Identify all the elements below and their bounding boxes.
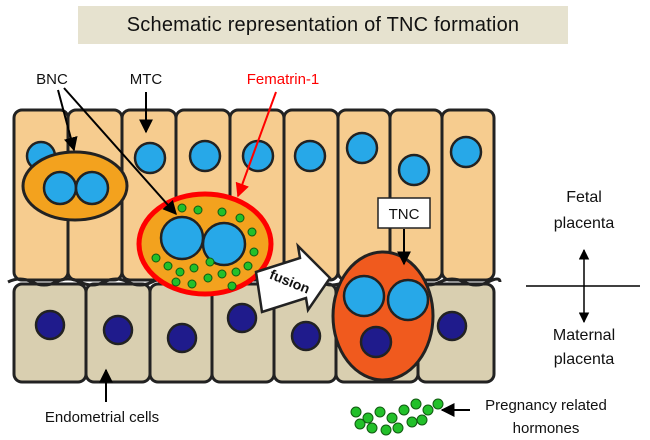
diagram-title: Schematic representation of TNC formatio… bbox=[78, 6, 568, 44]
fetal-label-line1: Fetal bbox=[566, 189, 602, 206]
mtc-nucleus bbox=[345, 131, 379, 165]
fetal-cell bbox=[282, 108, 340, 282]
hormones-label-line2: hormones bbox=[513, 420, 580, 437]
hormones-label-line1: Pregnancy related bbox=[485, 397, 607, 414]
maternal-label-line2: placenta bbox=[554, 351, 615, 368]
endometrial-nucleus bbox=[436, 310, 468, 342]
fematrin-label: Fematrin-1 bbox=[247, 71, 320, 88]
mtc-nucleus bbox=[188, 139, 222, 173]
mtc-nucleus bbox=[133, 141, 167, 175]
bnc-pointer-1 bbox=[57, 89, 78, 152]
fetal-cell bbox=[440, 108, 496, 282]
fusion-arrow bbox=[254, 242, 332, 314]
maternal-label-line1: Maternal bbox=[553, 327, 615, 344]
endometrial-nuclei bbox=[34, 302, 468, 354]
bnc-fematrin-cell bbox=[136, 191, 274, 297]
bnc-cell bbox=[21, 150, 129, 222]
tnc-label-box bbox=[377, 197, 431, 229]
fematrin-pointer bbox=[235, 91, 277, 198]
endometrial-nucleus bbox=[226, 302, 258, 334]
endometrial-nucleus bbox=[290, 320, 322, 352]
secreted-hormones bbox=[350, 398, 444, 436]
endometrial-nucleus bbox=[102, 314, 134, 346]
mtc-label: MTC bbox=[130, 71, 163, 88]
fetal-label-line2: placenta bbox=[554, 215, 615, 232]
bnc-pointer-2 bbox=[63, 87, 177, 216]
hormone-granules bbox=[151, 203, 259, 291]
mtc-nuclei bbox=[25, 131, 483, 187]
bnc-label: BNC bbox=[36, 71, 68, 88]
tnc-cell bbox=[331, 250, 435, 382]
endometrial-nucleus bbox=[166, 322, 198, 354]
tnc-label: TNC bbox=[389, 206, 420, 223]
mtc-nucleus bbox=[293, 139, 327, 173]
mtc-nucleus bbox=[397, 153, 431, 187]
mtc-nucleus bbox=[241, 139, 275, 173]
endometrial-nucleus bbox=[34, 309, 66, 341]
endometrial-label: Endometrial cells bbox=[45, 409, 159, 426]
mtc-nucleus bbox=[449, 135, 483, 169]
